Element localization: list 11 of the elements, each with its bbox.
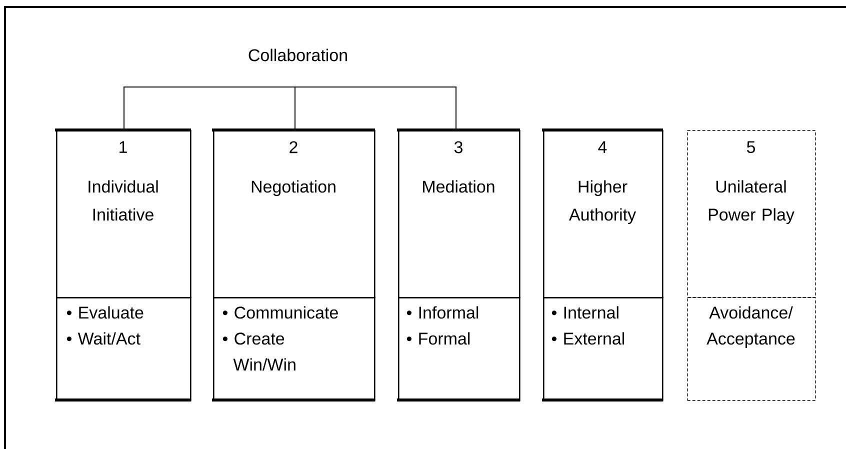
list-box: • Internal • External <box>542 297 664 402</box>
list-box: • Informal • Formal <box>397 297 520 402</box>
stage-box: 3 Mediation <box>397 128 520 298</box>
stage-box: 4 Higher Authority <box>542 128 664 298</box>
group-label: Collaboration <box>248 48 347 62</box>
list-box: Avoidance/ Acceptance <box>687 296 816 401</box>
list-box: • Evaluate • Wait/Act <box>55 297 192 402</box>
stage-box: 2 Negotiation <box>212 128 376 298</box>
stage-box: 5 Unilateral Power Play <box>687 130 816 298</box>
list-box: • Communicate • Create Win/Win <box>212 297 376 402</box>
stage-box: 1 Individual Initiative <box>55 128 192 298</box>
